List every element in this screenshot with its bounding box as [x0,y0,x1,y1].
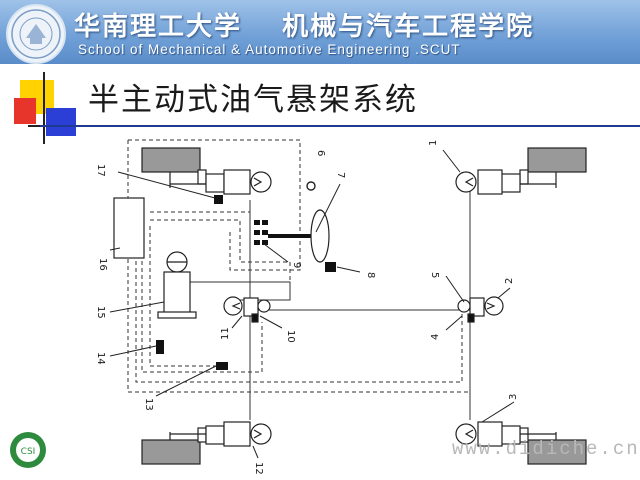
ecu-box [113,197,145,259]
title-underline [40,125,640,127]
leader-13 [155,365,217,397]
wheel-rear-left [141,421,272,465]
sensor-17 [214,195,223,204]
leader-10 [259,315,283,329]
school-name-en: School of Mechanical & Automotive Engine… [78,42,461,57]
university-seal-icon [6,4,66,64]
sensor-14 [156,340,164,354]
suspension-diagram: 1 2 3 4 5 6 7 8 9 10 11 12 13 14 15 16 1… [95,139,587,475]
label-2: 2 [504,278,515,284]
dashed-line-to-valve [150,211,251,248]
label-12: 12 [253,462,264,475]
dashed-line-inner-loop [135,198,463,383]
sensor-8 [325,262,336,272]
leader-9 [263,243,289,263]
leader-11 [231,315,243,329]
label-7: 7 [335,172,346,178]
wheel-front-right [455,147,587,195]
label-10: 10 [285,330,296,343]
label-11: 11 [220,327,231,340]
label-4: 4 [430,334,441,340]
dashed-line-inner [150,219,291,282]
dashed-line-low [149,226,220,367]
deco-blue-square [46,108,76,136]
slide-title: 半主动式油气悬架系统 [88,82,418,118]
dashed-line-top [128,139,301,271]
school-name-cn: 机械与汽车工程学院 [282,12,535,42]
leader-4 [445,315,463,331]
footer-logo-text: CSI [21,447,36,457]
leader-5 [445,275,465,303]
label-3: 3 [508,394,519,400]
label-15: 15 [95,306,106,319]
wheel-rear-right [455,421,587,465]
header-title-cn: 华南理工大学 机械与汽车工程学院 [74,6,534,43]
label-14: 14 [95,352,106,365]
label-16: 16 [97,258,108,271]
dashed-line-middle [141,205,263,373]
leader-14 [109,345,157,357]
valve-9 [254,220,268,245]
deco-vertical-line [43,72,45,144]
leader-17 [117,171,216,199]
label-8: 8 [365,272,376,278]
leader-16 [109,247,121,251]
actuator-right-middle [457,296,504,323]
university-name-cn: 华南理工大学 [74,12,243,42]
sensor-13 [216,362,228,370]
label-1: 1 [428,140,439,146]
wheel-front-left [141,147,272,195]
label-9: 9 [291,262,302,268]
footer-logo-icon: CSI [10,432,46,468]
deco-red-square [14,98,36,124]
label-5: 5 [429,272,440,278]
label-13: 13 [143,398,154,411]
leader-12 [252,445,259,459]
label-17: 17 [95,164,106,177]
watermark-text: www.didiche.cn [452,438,640,460]
actuator-left-middle [223,296,271,323]
leader-15 [109,301,165,313]
leader-1 [442,149,461,173]
label-6: 6 [315,150,326,156]
steering-wheel [268,209,330,263]
header-banner: 华南理工大学 机械与汽车工程学院 School of Mechanical & … [0,0,640,64]
leader-3 [481,401,515,423]
leader-2 [497,287,511,299]
accumulator [157,251,197,319]
pedal-sensor-6 [306,181,316,191]
leader-8 [336,266,361,273]
leader-7 [315,183,341,233]
